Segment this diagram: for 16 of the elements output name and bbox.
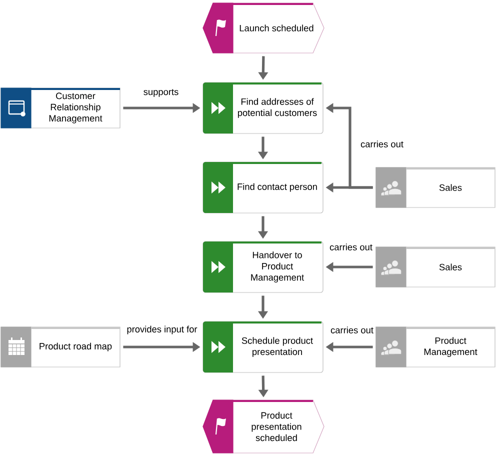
role-box: Sales	[376, 246, 496, 288]
process-box: Schedule product presentation	[202, 321, 324, 373]
process-box: Find addresses of potential customers	[202, 82, 324, 134]
process-box: Find contact person	[202, 162, 324, 214]
edge-label: carries out	[328, 242, 374, 252]
role-box: Sales	[376, 167, 496, 208]
edge-label: carries out	[330, 326, 374, 334]
process-box: Handover to Product Management	[202, 241, 324, 293]
event-hexagon: Product presentation scheduled	[202, 400, 324, 454]
resource-box: Product road map	[0, 326, 120, 368]
edge-label: provides input for	[126, 324, 198, 336]
event-hexagon: Launch scheduled	[202, 2, 324, 54]
edge-label: supports	[142, 88, 180, 98]
role-box: Product Management	[376, 326, 496, 368]
system-box: Customer Relationship Management	[0, 88, 120, 128]
edge-label: carries out	[360, 140, 404, 148]
